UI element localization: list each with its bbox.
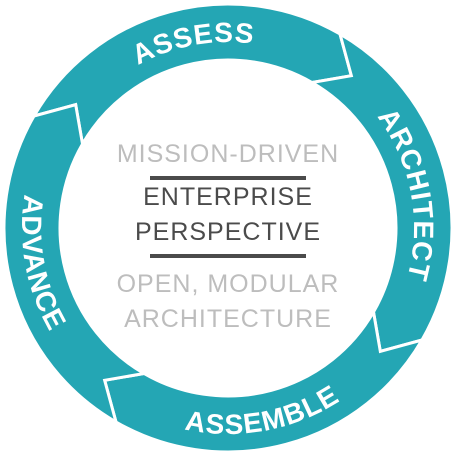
center-bottom-line-2: ARCHITECTURE <box>124 305 332 333</box>
center-text: MISSION-DRIVEN ENTERPRISE PERSPECTIVE OP… <box>117 140 340 333</box>
center-middle-line-1: ENTERPRISE <box>143 183 313 211</box>
center-bottom-line-1: OPEN, MODULAR <box>117 270 340 298</box>
center-middle-line-2: PERSPECTIVE <box>135 218 321 246</box>
center-top-line: MISSION-DRIVEN <box>117 140 339 168</box>
cycle-segment-advance <box>2 102 149 426</box>
